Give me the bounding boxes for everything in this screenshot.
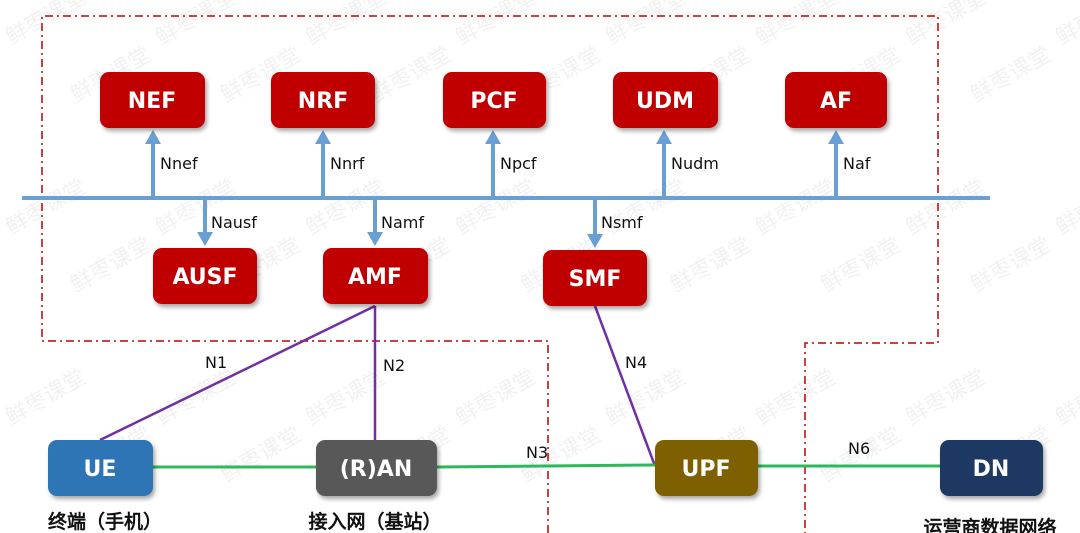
user-plane-lines [153, 463, 940, 469]
link-label-n4: N4 [625, 353, 647, 372]
ran-caption: 接入网（基站） [308, 510, 441, 533]
watermark-text: 鲜枣课堂 [902, 175, 991, 241]
watermark-text: 鲜枣课堂 [967, 42, 1056, 108]
iface-label-nsmf: Nsmf [601, 213, 643, 232]
top-interface-arrows [145, 130, 844, 248]
link-label-n2: N2 [383, 356, 405, 375]
ue-label: UE [84, 457, 117, 482]
watermark-text: 鲜枣课堂 [302, 175, 391, 241]
dn-box [940, 440, 1043, 496]
watermark-text: 鲜枣课堂 [1052, 0, 1080, 51]
smf-label: SMF [569, 267, 622, 292]
watermark-text: 鲜枣课堂 [2, 0, 91, 51]
ausf-label: AUSF [172, 265, 237, 290]
watermark-text: 鲜枣课堂 [667, 232, 756, 298]
dn-caption: 运营商数据网络 [923, 516, 1056, 533]
upf-label: UPF [681, 457, 730, 482]
watermark-text: 鲜枣课堂 [452, 0, 541, 51]
pcf-label: PCF [470, 89, 517, 114]
link-label-n3: N3 [526, 443, 548, 462]
amf-box [323, 248, 428, 304]
watermark-text: 鲜枣课堂 [2, 365, 91, 431]
watermark-text: 鲜枣课堂 [817, 232, 906, 298]
link-label-n6: N6 [848, 439, 870, 458]
iface-label-nausf: Nausf [211, 213, 257, 232]
watermark-text: 鲜枣课堂 [452, 365, 541, 431]
ue-box [48, 440, 153, 496]
iface-label-nudm: Nudm [671, 154, 719, 173]
pcf-box [443, 72, 546, 128]
watermark-text: 鲜枣课堂 [902, 0, 991, 51]
watermark-text: 鲜枣课堂 [967, 232, 1056, 298]
watermark-text: 鲜枣课堂 [752, 0, 841, 51]
ue-caption: 终端（手机） [48, 510, 162, 533]
watermark-text: 鲜枣课堂 [302, 365, 391, 431]
watermark-text: 鲜枣课堂 [752, 175, 841, 241]
watermark-text: 鲜枣课堂 [1052, 175, 1080, 241]
ran-label: (R)AN [340, 457, 413, 482]
watermark-text: 鲜枣课堂 [217, 422, 306, 488]
watermark-text: 鲜枣课堂 [452, 175, 541, 241]
amf-label: AMF [348, 265, 402, 290]
udm-box [613, 72, 718, 128]
core-network-boundary [41, 15, 939, 533]
iface-label-nnef: Nnef [160, 154, 198, 173]
udm-label: UDM [636, 89, 694, 114]
watermark-text: 鲜枣课堂 [302, 0, 391, 51]
iface-label-namf: Namf [381, 213, 424, 232]
nrf-label: NRF [298, 89, 348, 114]
control-plane-lines [99, 304, 657, 467]
watermark-text: 鲜枣课堂 [902, 365, 991, 431]
watermark-text: 鲜枣课堂 [152, 365, 241, 431]
iface-label-nnrf: Nnrf [330, 154, 365, 173]
watermark-text: 鲜枣课堂 [367, 42, 456, 108]
link-label-n1: N1 [205, 353, 227, 372]
nef-box [100, 72, 205, 128]
af-label: AF [820, 89, 852, 114]
upf-box [655, 440, 758, 496]
watermark-text: 鲜枣课堂 [152, 0, 241, 51]
watermark-text: 鲜枣课堂 [602, 0, 691, 51]
watermark-text: 鲜枣课堂 [602, 365, 691, 431]
iface-label-naf: Naf [843, 154, 871, 173]
watermark-text: 鲜枣课堂 [1052, 365, 1080, 431]
nrf-box [271, 72, 375, 128]
iface-label-npcf: Npcf [500, 154, 537, 173]
smf-box [543, 250, 647, 306]
watermark-text: 鲜枣课堂 [752, 365, 841, 431]
ran-box [316, 440, 437, 496]
nef-label: NEF [128, 89, 176, 114]
ausf-box [153, 248, 257, 304]
af-box [785, 72, 887, 128]
dn-label: DN [973, 457, 1010, 482]
watermark-text: 鲜枣课堂 [2, 175, 91, 241]
watermark-text: 鲜枣课堂 [67, 232, 156, 298]
